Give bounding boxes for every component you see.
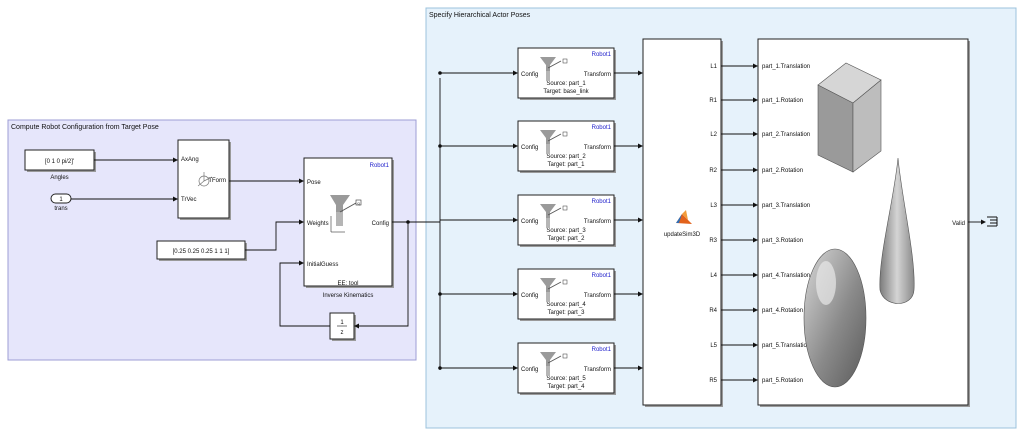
transform-robot-label: Robot1 <box>592 52 612 58</box>
transform-source: Source: part_2 <box>546 154 586 160</box>
ik-ee-label: EE: tool <box>337 281 358 287</box>
transform-target: Target: part_2 <box>547 236 585 242</box>
update-out-port: L5 <box>710 343 717 349</box>
sim3d-in-port: part_3.Rotation <box>762 238 803 244</box>
trans-inport[interactable] <box>50 193 72 204</box>
valid-terminator[interactable] <box>968 216 998 227</box>
tform-block[interactable] <box>177 139 230 219</box>
transform-in-config: Config <box>521 145 538 151</box>
robot-arm-icon <box>540 352 568 376</box>
angles-constant-value: [0 1 0 pi/2]' <box>45 159 74 165</box>
ik-port-config: Config <box>372 221 389 227</box>
unit-delay-num: 1 <box>340 320 344 326</box>
robot-arm-icon <box>540 57 568 81</box>
transform-target: Target: part_3 <box>547 310 585 316</box>
weights-constant-value: [0.25 0.25 0.25 1 1 1] <box>173 249 230 255</box>
sim3d-in-port: part_1.Rotation <box>762 98 803 104</box>
transform-in-config: Config <box>521 293 538 299</box>
tform-in-axang: AxAng <box>181 157 199 163</box>
drop-shape <box>879 157 915 304</box>
trans-inport-label: trans <box>54 206 67 212</box>
tform-frame-icon <box>197 172 213 187</box>
sim3d-in-port: part_3.Translation <box>762 203 810 209</box>
sim3d-in-port: part_2.Translation <box>762 132 810 138</box>
angles-constant-label: Angles <box>50 175 68 181</box>
sim3d-in-port: part_4.Rotation <box>762 308 803 314</box>
transform-in-config: Config <box>521 72 538 78</box>
transform-out-label: Transform <box>584 72 611 78</box>
transform-target: Target: part_4 <box>547 384 585 390</box>
transform-in-config: Config <box>521 367 538 373</box>
transform-robot-label: Robot1 <box>592 125 612 131</box>
ellipsoid-shape <box>803 248 867 388</box>
cube-shape <box>817 62 882 173</box>
transform-out-label: Transform <box>584 219 611 225</box>
update-out-port: R4 <box>709 308 717 314</box>
robot-arm-icon <box>540 130 568 154</box>
matlab-icon <box>676 210 692 224</box>
sim3d-ports: part_1.Translation part_1.Rotation part_2.… <box>762 64 810 384</box>
trans-inport-number: 1 <box>59 197 63 203</box>
inverse-kinematics-block[interactable] <box>303 157 393 287</box>
transform-source: Source: part_4 <box>546 302 586 308</box>
update-out-port: L2 <box>710 132 717 138</box>
sim3d-in-port: part_4.Translation <box>762 273 810 279</box>
sim3d-in-port: part_5.Rotation <box>762 378 803 384</box>
update-out-port: R1 <box>709 98 717 104</box>
robot-arm-icon <box>540 204 568 228</box>
transform-out-label: Transform <box>584 145 611 151</box>
sim3d-in-port: part_2.Rotation <box>762 168 803 174</box>
transform-out-label: Transform <box>584 367 611 373</box>
ik-port-initialguess: InitialGuess <box>307 262 338 268</box>
update-out-port: R2 <box>709 168 717 174</box>
tform-out-label: TForm <box>208 178 226 184</box>
ik-port-weights: Weights <box>307 221 329 227</box>
robot-arm-icon: q <box>330 195 362 233</box>
actor-poses-area-title: Specify Hierarchical Actor Poses <box>429 12 531 19</box>
transform-source: Source: part_3 <box>546 228 586 234</box>
compute-config-area-title: Compute Robot Configuration from Target … <box>11 124 159 131</box>
transform-in-config: Config <box>521 219 538 225</box>
sim3d-out-valid: Valid <box>952 221 965 227</box>
transform-robot-label: Robot1 <box>592 199 612 205</box>
transform-target: Target: base_link <box>543 89 589 95</box>
update-out-port: L3 <box>710 203 717 209</box>
ik-robot-label: Robot1 <box>370 163 390 169</box>
left-wires <box>71 157 440 329</box>
robot-arm-icon <box>540 278 568 302</box>
transform-source: Source: part_1 <box>546 81 586 87</box>
update-out-port: R5 <box>709 378 717 384</box>
tform-in-trvec: TrVec <box>181 197 196 203</box>
update-out-port: L1 <box>710 64 717 70</box>
sim3d-in-port: part_1.Translation <box>762 64 810 70</box>
update-out-port: L4 <box>710 273 717 279</box>
transform-target: Target: part_1 <box>547 162 585 168</box>
transform-source: Source: part_5 <box>546 376 586 382</box>
transform-out-label: Transform <box>584 293 611 299</box>
transform-robot-label: Robot1 <box>592 347 612 353</box>
unit-delay-den: z <box>341 330 344 336</box>
ik-block-name: Inverse Kinematics <box>323 293 374 299</box>
svg-text:q: q <box>357 201 359 206</box>
update-out-port: R3 <box>709 238 717 244</box>
ik-port-pose: Pose <box>307 180 321 186</box>
sim3d-in-port: part_5.Translation <box>762 343 810 349</box>
update-sim3d-label: updateSim3D <box>664 232 701 238</box>
transform-robot-label: Robot1 <box>592 273 612 279</box>
